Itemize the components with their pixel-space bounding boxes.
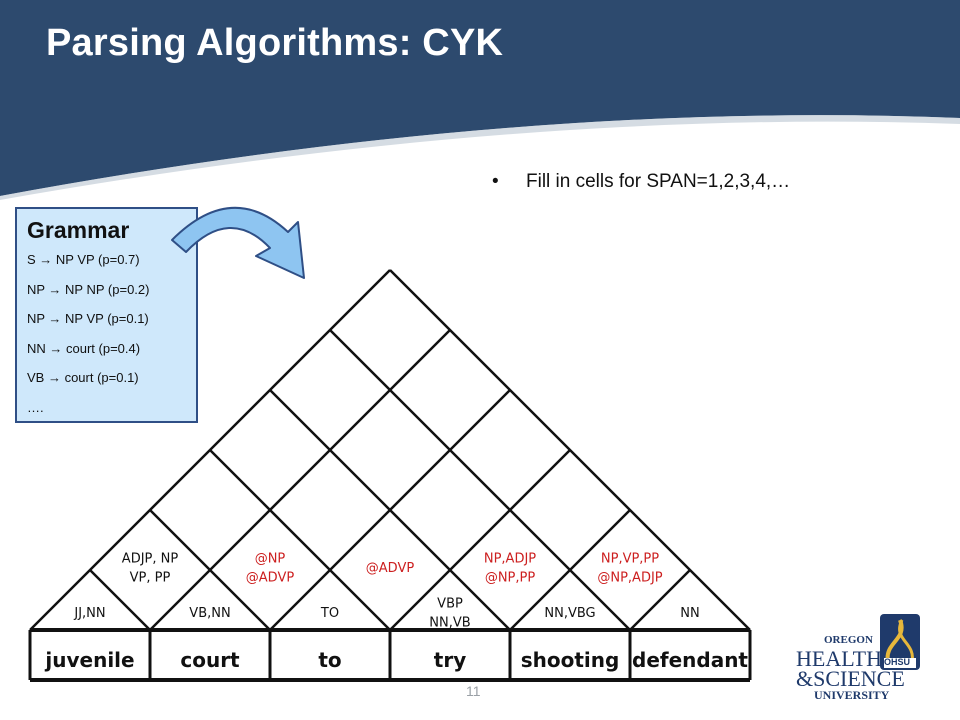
grammar-box: Grammar S → NP VP (p=0.7) NP → NP NP (p=… xyxy=(15,207,198,423)
grammar-rule: NN → court (p=0.4) xyxy=(27,340,141,356)
grid-line xyxy=(149,509,271,631)
logo-line-oregon: OREGON xyxy=(824,634,873,646)
grammar-rule: S → NP VP (p=0.7) xyxy=(27,252,140,267)
grid-line xyxy=(389,449,571,631)
cell-label: VBP xyxy=(437,597,463,612)
cell-label: NN xyxy=(680,606,699,621)
cell-label: NN,VBG xyxy=(544,606,595,621)
cell-label: NN,VB xyxy=(429,616,470,631)
bullet-icon: • xyxy=(492,171,499,192)
grid-line xyxy=(149,329,451,631)
page-number: 11 xyxy=(466,683,481,699)
cell-label: TO xyxy=(320,606,339,621)
cell-label: JJ,NN xyxy=(73,606,105,621)
grid-line xyxy=(329,329,631,631)
cell-label: NP,ADJP xyxy=(484,552,536,567)
logo-line-university: UNIVERSITY xyxy=(814,688,890,702)
grid-line xyxy=(269,389,511,631)
cell-label: @NP,ADJP xyxy=(597,571,662,586)
header-band xyxy=(0,0,960,200)
grid-line xyxy=(389,269,751,631)
logo-line-health: HEALTH xyxy=(796,646,882,671)
cell-label: VP, PP xyxy=(130,571,171,586)
grid-line xyxy=(629,569,691,631)
logo-line-science: &SCIENCE xyxy=(796,666,905,691)
bullet-point: • Fill in cells for SPAN=1,2,3,4,… xyxy=(492,171,790,193)
logo-badge: OHSU xyxy=(884,657,911,667)
grid-line xyxy=(209,449,391,631)
grammar-rule: NP → NP NP (p=0.2) xyxy=(27,281,150,297)
word-label: to xyxy=(318,648,341,672)
cell-label: @NP,PP xyxy=(485,571,536,586)
cell-label: @ADVP xyxy=(366,561,415,576)
word-label: court xyxy=(180,648,240,672)
chart-grid xyxy=(28,269,752,682)
grammar-rule: NP → NP VP (p=0.1) xyxy=(27,311,149,326)
chart-cells: JJ,NN VB,NN TO VBP NN,VB NN,VBG NN ADJP, NP VP, … xyxy=(73,552,699,631)
word-label: try xyxy=(434,648,466,672)
ohsu-emblem-icon xyxy=(880,614,920,670)
grammar-rule: …. xyxy=(27,399,44,415)
grammar-title: Grammar xyxy=(27,217,130,243)
cell-label: ADJP, NP xyxy=(122,552,179,567)
cell-label: @ADVP xyxy=(246,571,295,586)
cell-label: @NP xyxy=(255,552,286,567)
cell-label: VB,NN xyxy=(189,606,230,621)
bullet-text: Fill in cells for SPAN=1,2,3,4,… xyxy=(526,171,791,192)
word-label: shooting xyxy=(521,648,620,672)
word-label: juvenile xyxy=(44,648,134,672)
cell-label: NP,VP,PP xyxy=(601,552,659,567)
chart-words: juvenile court to try shooting defendant xyxy=(44,648,748,672)
grid-line xyxy=(89,569,151,631)
word-label: defendant xyxy=(632,648,748,672)
ohsu-logo: OHSU OREGON HEALTH &SCIENCE UNIVERSITY xyxy=(788,612,938,702)
slide-title: Parsing Algorithms: CYK xyxy=(46,22,504,64)
grammar-rule: VB → court (p=0.1) xyxy=(27,370,139,385)
